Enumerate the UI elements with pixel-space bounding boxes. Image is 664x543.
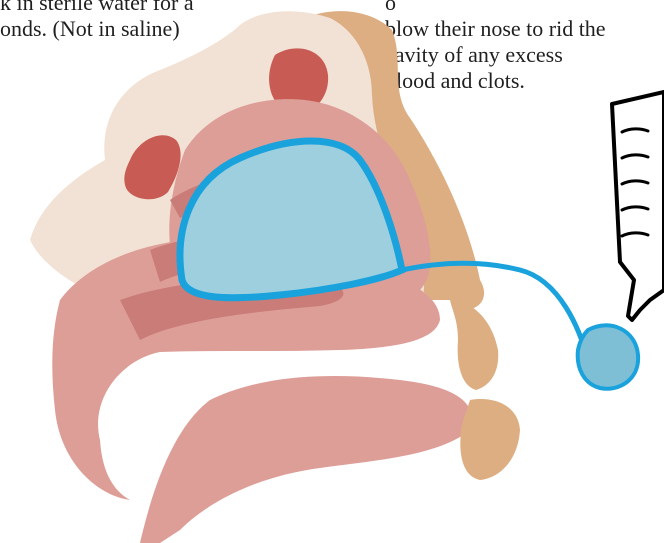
lower-lip-skin — [460, 399, 520, 480]
upper-lip-skin — [450, 300, 498, 390]
pilot-balloon — [578, 325, 638, 388]
jaw-lower — [140, 376, 472, 543]
